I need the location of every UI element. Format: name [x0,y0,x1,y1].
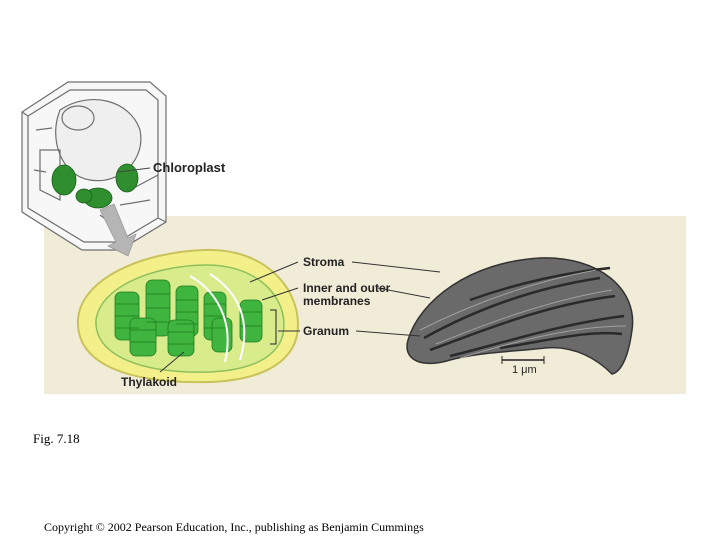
label-stroma: Stroma [303,255,345,269]
cell-chloroplasts [51,163,139,209]
figure-caption: Fig. 7.18 [33,431,80,446]
chloroplast-illustration [76,248,300,384]
label-membranes-line2: membranes [303,294,371,308]
zoom-arrow [99,203,137,257]
label-chloroplast: Chloroplast [153,160,226,175]
label-thylakoid: Thylakoid [121,375,178,389]
label-scale: 1 μm [512,364,537,376]
copyright-notice: Copyright © 2002 Pearson Education, Inc.… [44,520,424,534]
granum-lines [115,293,262,345]
leader-lines [159,261,441,373]
label-granum: Granum [303,324,350,338]
label-membranes-line1: Inner and outer [303,281,391,295]
chloroplast-pointer [117,167,151,173]
plant-cell-sketch [21,81,167,251]
electron-micrograph [406,257,634,375]
micrograph-highlights [419,269,627,359]
